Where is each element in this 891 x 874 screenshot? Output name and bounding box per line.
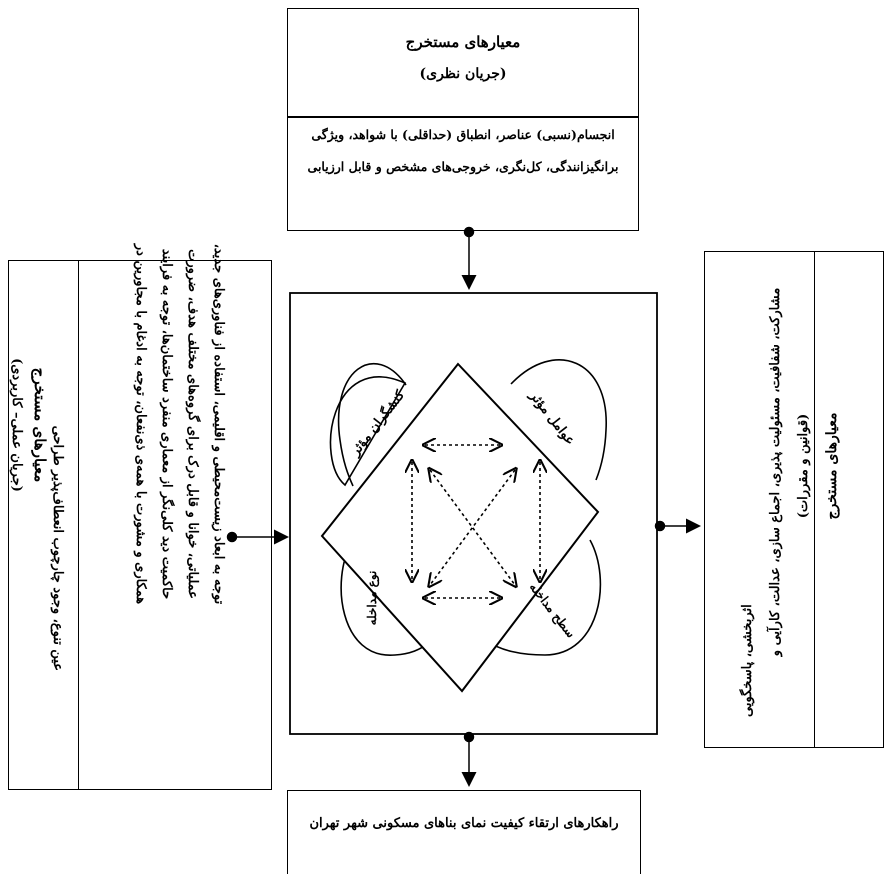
top-criteria-body-line-2: برانگیزانندگی، کل‌نگری، خروجی‌های مشخص و… [307, 159, 619, 174]
central-frame [289, 292, 658, 735]
top-criteria-subtitle: (جریان نظری) [419, 66, 507, 82]
petal-top-left [329, 376, 407, 487]
bottom-solutions-label: راهکارهای ارتقاء کیفیت نمای بناهای مسکون… [309, 816, 619, 831]
left-criteria-divider [78, 260, 79, 790]
top-criteria-title-box [287, 8, 639, 118]
bottom-solutions-box [287, 790, 641, 874]
right-criteria-divider [814, 251, 815, 748]
top-criteria-body-line-1: انجسام(نسبی) عناصر، انطباق (حداقلی) با ش… [311, 127, 615, 142]
petal-bottom-left-arc [340, 541, 431, 656]
top-criteria-body-box [287, 116, 639, 231]
petal-bottom-right-arc [488, 539, 602, 656]
petal-top-left-arc [337, 363, 407, 487]
right-criteria-box [704, 251, 884, 748]
top-criteria-title: معیارهای مستخرج [405, 33, 521, 51]
left-criteria-box [8, 260, 272, 790]
petal-label-bottom-left: نوع مداخله [365, 570, 379, 626]
petal-top-right-arc [510, 359, 607, 481]
